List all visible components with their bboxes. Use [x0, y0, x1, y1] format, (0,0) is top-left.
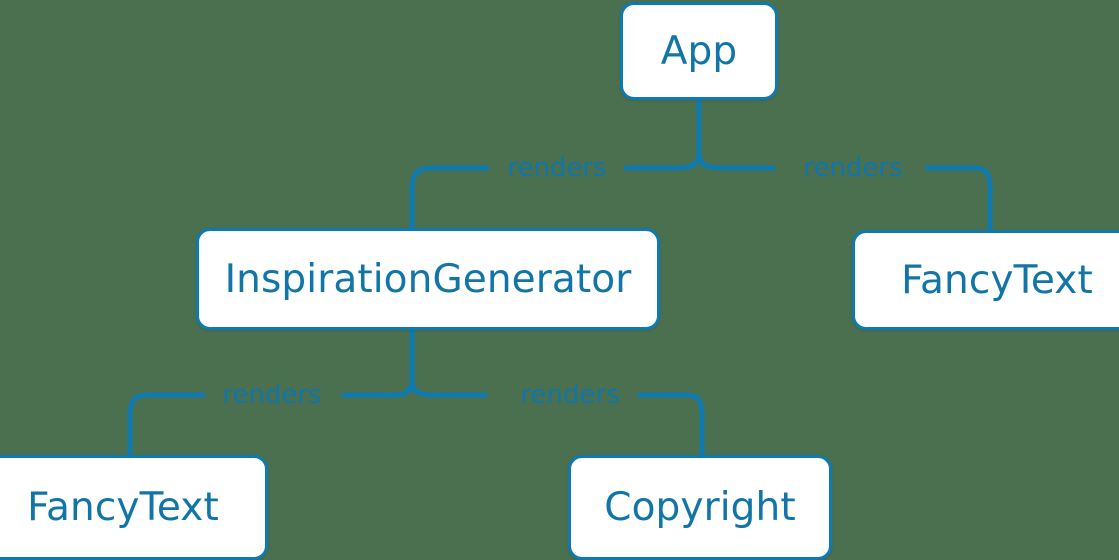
node-inspiration-generator-label: InspirationGenerator	[224, 256, 632, 302]
node-inspiration-generator[interactable]: InspirationGenerator	[196, 228, 660, 330]
node-copyright[interactable]: Copyright	[568, 455, 832, 560]
node-fancytext-right[interactable]: FancyText	[852, 230, 1119, 330]
node-fancytext-right-label: FancyText	[901, 257, 1093, 303]
node-copyright-label: Copyright	[604, 485, 796, 530]
edge-label-inspiration-generator-to-fancytext: renders	[222, 380, 322, 410]
edge-label-app-to-fancytext-right: renders	[803, 153, 903, 183]
edge-label-app-to-inspiration-generator: renders	[507, 153, 607, 183]
node-app-label: App	[660, 28, 738, 74]
node-fancytext-bottom-left[interactable]: FancyText	[0, 455, 268, 560]
node-fancytext-bottom-left-label: FancyText	[27, 485, 219, 530]
edge-inspiration-to-copyright	[409, 379, 705, 455]
edge-app-to-fancytext-right	[696, 152, 993, 230]
node-app[interactable]: App	[620, 2, 778, 100]
edge-label-inspiration-generator-to-copyright: renders	[520, 380, 620, 410]
